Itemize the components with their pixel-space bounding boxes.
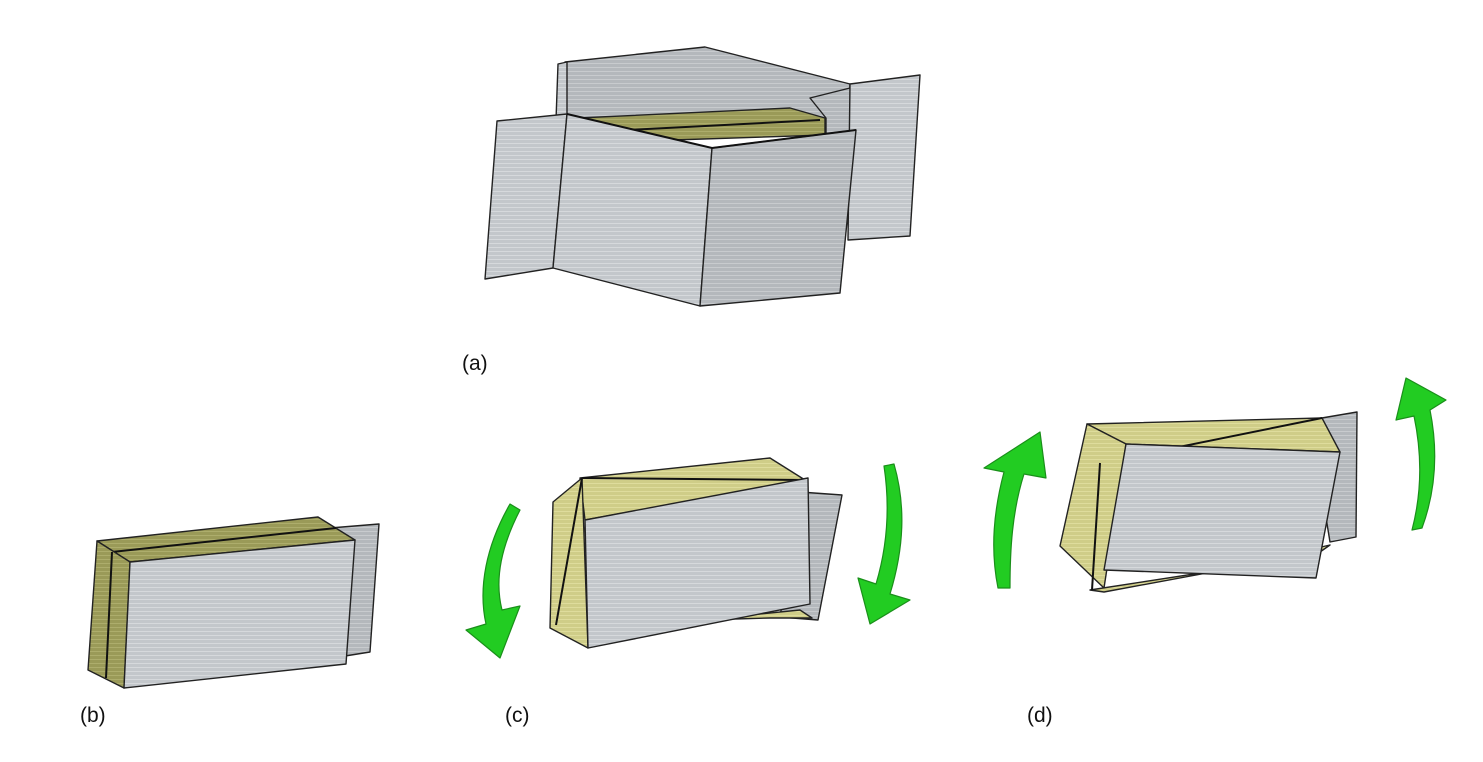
box-c-side-seam	[555, 477, 583, 626]
curved-arrow-down-icon	[857, 463, 911, 625]
box-c-top-seam	[581, 477, 806, 481]
box-c-front-face	[584, 477, 811, 649]
label-b: (b)	[80, 704, 106, 727]
box-a-back-left-flap	[555, 61, 568, 121]
box-b-front-face	[123, 539, 356, 689]
curved-arrow-down-icon	[465, 503, 521, 659]
box-a-top-edge	[566, 113, 857, 150]
figure-c-folding-box	[549, 457, 843, 649]
figure-d-folding-box	[1059, 411, 1358, 593]
box-a-right-flap	[847, 74, 921, 241]
box-a-right-face	[699, 129, 857, 307]
box-d-front-face	[1103, 443, 1341, 579]
box-b-top-seam	[111, 527, 337, 553]
label-d: (d)	[1027, 704, 1053, 727]
box-b-side-seam	[105, 551, 113, 679]
figure-b-folded-box	[87, 516, 380, 689]
curved-arrow-up-icon	[983, 431, 1047, 589]
curved-arrow-up-icon	[1395, 377, 1447, 531]
label-a: (a)	[462, 352, 488, 375]
label-c: (c)	[505, 704, 530, 727]
figure-a-open-box	[484, 46, 921, 307]
box-d-side-seam	[1091, 462, 1101, 591]
box-a-floor-seam	[627, 119, 821, 131]
